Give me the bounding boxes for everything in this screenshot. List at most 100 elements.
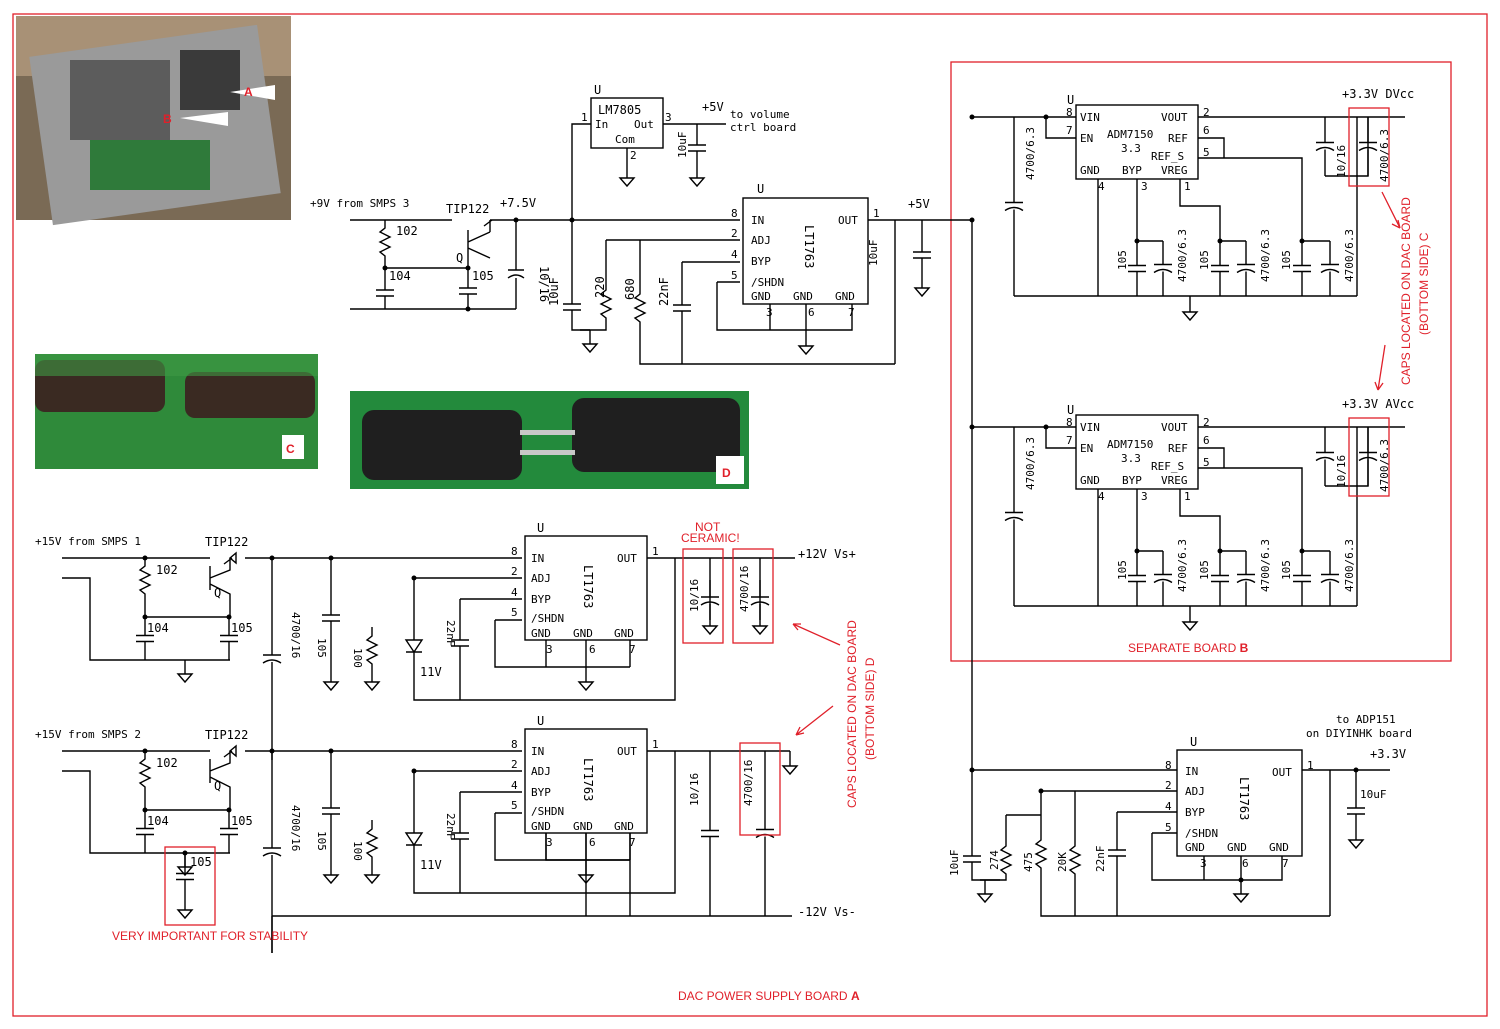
schematic-label: +15V from SMPS 1	[35, 535, 141, 548]
reg-5v-circuit: +9V from SMPS 3 TIP122 +7.5V 102 104 Q 1…	[310, 83, 975, 365]
schematic-label: GND	[614, 627, 634, 640]
junction	[1134, 548, 1140, 554]
caps-c-line1: CAPS LOCATED ON DAC BOARD	[1399, 197, 1413, 385]
q-label: Q	[456, 251, 463, 265]
junction	[226, 807, 232, 813]
schematic-label: OUT	[617, 745, 637, 758]
schematic-label: GND	[614, 820, 634, 833]
wire	[365, 820, 379, 871]
ground-symbol	[323, 677, 339, 691]
pin-gnd: GND	[1227, 841, 1247, 854]
lm-name: LM7805	[598, 103, 641, 117]
wire	[1320, 551, 1340, 606]
pin-gnd: GND	[835, 290, 855, 303]
wire	[1211, 241, 1229, 296]
schematic-label: 1	[652, 545, 659, 558]
schematic-label: VIN	[1080, 421, 1100, 434]
photo-label-b: B	[163, 112, 172, 126]
schematic-label: 11V	[420, 858, 442, 872]
lt1763-chip	[524, 535, 648, 641]
schematic-label: 11V	[420, 665, 442, 679]
schematic-label: 100	[351, 841, 364, 861]
schematic-label: 105	[1116, 250, 1129, 270]
schematic-label: 102	[156, 563, 178, 577]
schematic-label: VIN	[1080, 111, 1100, 124]
schematic-label: 10/16	[688, 579, 701, 612]
r680-label: 680	[623, 278, 637, 300]
wire	[1358, 427, 1378, 486]
schematic-label: 8	[511, 738, 518, 751]
c22nf-label: 22nF	[657, 277, 671, 306]
wire	[701, 751, 719, 916]
pin-shdn: /SHDN	[1185, 827, 1218, 840]
not-ceramic-2: CERAMIC!	[681, 531, 740, 545]
pin-out: OUT	[838, 214, 858, 227]
reg-33v-circuit: to ADP151 on DIYINHK board +3.3V U IN AD…	[948, 713, 1412, 917]
schematic-label: LT1763	[581, 758, 595, 801]
r220-label: 220	[593, 276, 607, 298]
cout-label: 10uF	[867, 240, 880, 267]
schematic-label: GND	[531, 627, 551, 640]
pin-adj: ADJ	[751, 234, 771, 247]
src-9v: +9V from SMPS 3	[310, 197, 409, 210]
junction	[142, 748, 148, 754]
schematic-label: REF_S	[1151, 460, 1184, 473]
junction	[328, 555, 334, 561]
schematic-label: +15V from SMPS 2	[35, 728, 141, 741]
lm-to: to volume	[730, 108, 790, 121]
schematic-label: 4700/6.3	[1378, 439, 1391, 492]
wire	[62, 577, 230, 661]
schematic-label: 8	[1066, 416, 1073, 429]
wire	[262, 751, 282, 953]
c104-label: 104	[389, 269, 411, 283]
junction	[269, 748, 275, 754]
schematic-label: 105	[231, 621, 253, 635]
ground-symbol	[752, 621, 768, 635]
wire	[1153, 241, 1173, 296]
wire	[136, 810, 154, 853]
cap-box-d3	[739, 742, 781, 836]
schematic-label: BYP	[1122, 164, 1142, 177]
schematic-label: 7	[1066, 434, 1073, 447]
wire	[220, 617, 238, 660]
schematic-label: 7	[629, 836, 636, 849]
junction	[142, 555, 148, 561]
schematic-label: ADM7150	[1107, 128, 1153, 141]
out-5v: +5V	[908, 197, 930, 211]
u-label: U	[757, 182, 764, 196]
schematic-label: BYP	[531, 786, 551, 799]
caps-c-line2: (BOTTOM SIDE) C	[1417, 232, 1431, 335]
schematic-label: +3.3V DVcc	[1342, 87, 1414, 101]
wire	[1014, 489, 1357, 618]
pin-shdn: /SHDN	[751, 276, 784, 289]
schematic-label: 7	[629, 643, 636, 656]
wire	[1198, 447, 1330, 552]
junction	[269, 555, 275, 561]
wire	[1293, 241, 1311, 296]
wire	[209, 557, 233, 617]
schematic-label: 4	[1098, 180, 1105, 193]
chip-label: LT1763	[1237, 777, 1251, 820]
schematic-label: U	[1067, 93, 1074, 107]
schematic-label: 105	[315, 831, 328, 851]
schematic-label: -12V Vs-	[798, 905, 856, 919]
wire	[1315, 117, 1335, 176]
schematic-label: 105	[1198, 560, 1211, 580]
junction	[328, 748, 334, 754]
wire	[220, 810, 238, 853]
junction	[1043, 424, 1049, 430]
chip-label: LT1763	[802, 225, 816, 268]
wire	[451, 598, 522, 700]
pin-num: 1	[1307, 759, 1314, 772]
schematic-label: 1	[1184, 180, 1191, 193]
wire	[1128, 241, 1146, 296]
schematic-label: 3	[546, 836, 553, 849]
wire	[1320, 241, 1340, 296]
lm-out: Out	[634, 118, 654, 131]
schematic-label: 3	[546, 643, 553, 656]
c1016-label: 10/16	[537, 266, 551, 302]
lm-p1: 1	[581, 111, 588, 124]
arrow-d2	[795, 705, 834, 736]
junction	[969, 114, 975, 120]
